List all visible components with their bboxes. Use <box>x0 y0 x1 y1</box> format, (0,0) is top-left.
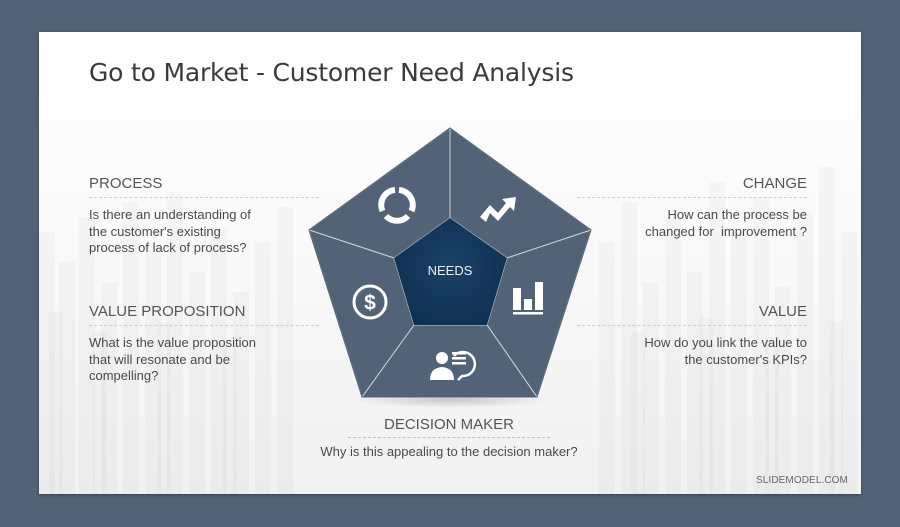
process-block: PROCESS Is there an understanding of the… <box>89 175 319 257</box>
value-proposition-text: What is the value proposition that will … <box>89 335 319 385</box>
process-line: the customer's existing <box>89 223 221 239</box>
value-proposition-block: VALUE PROPOSITION What is the value prop… <box>89 303 319 385</box>
needs-label: NEEDS <box>427 263 473 278</box>
process-text: Is there an understanding of the custome… <box>89 207 319 257</box>
value-proposition-heading: VALUE PROPOSITION <box>89 303 319 326</box>
value-proposition-line: What is the value proposition <box>89 335 256 350</box>
value-line: the customer's KPIs? <box>684 351 807 367</box>
change-line: changed for improvement ? <box>645 223 807 239</box>
brand-watermark: SLIDEMODEL.COM <box>756 475 848 486</box>
value-line: How do you link the value to <box>644 335 807 350</box>
value-proposition-line: compelling? <box>89 368 159 383</box>
svg-text:$: $ <box>364 292 376 315</box>
decision-maker-text: Why is this appealing to the decision ma… <box>320 444 578 459</box>
person-speech-icon <box>430 350 477 381</box>
change-heading: CHANGE <box>577 175 807 198</box>
change-text: How can the process be changed for impro… <box>577 207 807 240</box>
change-line: How can the process be <box>667 207 807 222</box>
trend-arrow-icon <box>480 197 516 222</box>
value-block: VALUE How do you link the value to the c… <box>577 303 807 368</box>
process-line: process of lack of process? <box>89 240 247 255</box>
slide-title: Go to Market - Customer Need Analysis <box>89 58 574 87</box>
process-line: Is there an understanding of <box>89 207 251 222</box>
process-heading: PROCESS <box>89 175 319 198</box>
needs-pentagon-diagram: $ <box>307 127 593 408</box>
slide: Go to Market - Customer Need Analysis PR… <box>39 32 861 494</box>
value-proposition-line: that will resonate and be <box>89 351 230 367</box>
decision-maker-block: DECISION MAKER Why is this appealing to … <box>299 416 599 459</box>
value-heading: VALUE <box>577 303 807 326</box>
needs-center <box>394 218 507 325</box>
decision-maker-heading: DECISION MAKER <box>347 416 551 438</box>
change-block: CHANGE How can the process be changed fo… <box>577 175 807 240</box>
dollar-circle-icon: $ <box>352 284 388 320</box>
value-text: How do you link the value to the custome… <box>577 335 807 368</box>
bar-chart-icon <box>513 282 543 315</box>
cycle-icon <box>378 187 416 224</box>
